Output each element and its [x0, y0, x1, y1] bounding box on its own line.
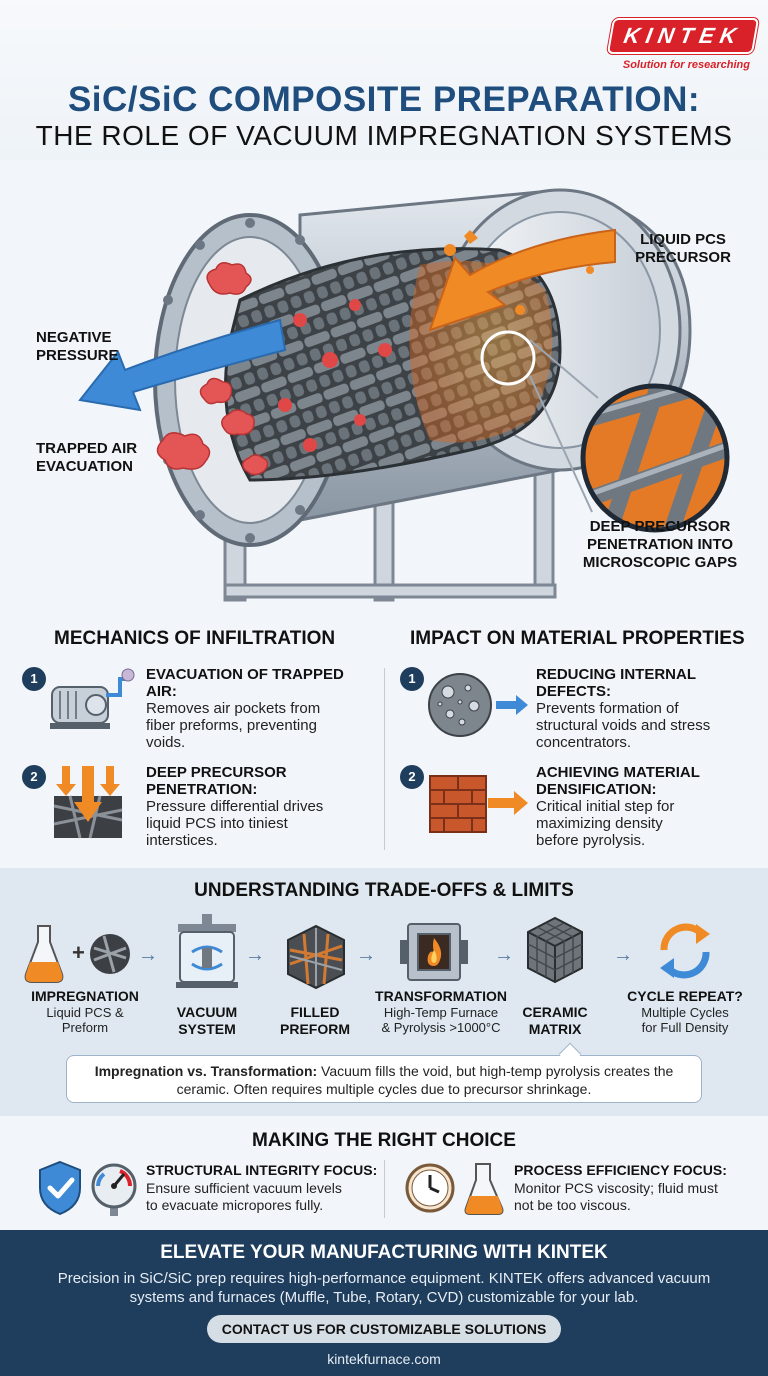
- flow-arrow-icon: →: [356, 944, 376, 966]
- flow-arrow-icon: →: [494, 944, 514, 966]
- flow-arrow-icon: →: [613, 944, 633, 966]
- structural-focus-desc: Ensure sufficient vacuum levels to evacu…: [146, 1180, 342, 1213]
- flask-plus-preform-icon: +: [22, 920, 134, 986]
- pressure-gauge-icon: [90, 1160, 138, 1216]
- trapped-air-puffs: [156, 262, 269, 476]
- step-title: CERAMIC MATRIX: [522, 1004, 588, 1037]
- step-number-2: 2: [22, 765, 46, 789]
- hero-illustration: LIQUID PCS PRECURSOR NEGATIVE PRESSURE T…: [0, 165, 768, 625]
- mechanics-item-1-desc: Removes air pockets from fiber preforms,…: [146, 700, 321, 751]
- efficiency-focus-desc: Monitor PCS viscosity; fluid must not be…: [514, 1180, 718, 1213]
- logo-tagline: Solution for researching: [622, 59, 750, 71]
- vacuum-chamber-icon: [172, 912, 242, 990]
- callout-text: Vacuum fills the void, but high-temp pyr…: [176, 1063, 674, 1098]
- choice-title: MAKING THE RIGHT CHOICE: [252, 1130, 516, 1151]
- impact-item-1-title: REDUCING INTERNAL DEFECTS:: [536, 666, 696, 700]
- porous-disc-icon: [426, 670, 532, 740]
- step-sub: Multiple Cycles for Full Density: [641, 1004, 729, 1036]
- vacuum-pump-icon: [48, 665, 136, 735]
- svg-text:+: +: [72, 940, 85, 965]
- impact-item-1-desc: Prevents formation of structural voids a…: [536, 700, 711, 751]
- footer-text: Precision in SiC/SiC prep requires high-…: [57, 1270, 711, 1307]
- step-sub: High-Temp Furnace & Pyrolysis >1000°C: [381, 1004, 501, 1036]
- footer-title: ELEVATE YOUR MANUFACTURING WITH KINTEK: [160, 1242, 608, 1263]
- label-trapped-air: TRAPPED AIR EVACUATION: [36, 440, 138, 475]
- page-subtitle: THE ROLE OF VACUUM IMPREGNATION SYSTEMS: [35, 120, 733, 151]
- shield-check-icon: [36, 1160, 84, 1216]
- ceramic-cube-icon: [522, 914, 588, 986]
- step-impregnation: IMPREGNATION Liquid PCS & Preform: [20, 988, 150, 1036]
- step-cycle-repeat: CYCLE REPEAT? Multiple Cycles for Full D…: [618, 988, 752, 1036]
- impact-item-2-title: ACHIEVING MATERIAL DENSIFICATION:: [536, 764, 700, 798]
- furnace-icon: [398, 918, 470, 984]
- contact-button[interactable]: CONTACT US FOR CUSTOMIZABLE SOLUTIONS: [207, 1315, 561, 1343]
- choice-divider: [384, 1160, 385, 1218]
- impact-title: IMPACT ON MATERIAL PROPERTIES: [410, 628, 745, 649]
- vacuum-chamber-illustration: [78, 188, 730, 602]
- section-divider: [384, 668, 385, 850]
- negative-pressure-arrow: [78, 318, 287, 412]
- footer: ELEVATE YOUR MANUFACTURING WITH KINTEK P…: [0, 1230, 768, 1376]
- step-number-1: 1: [22, 667, 46, 691]
- step-sub: Liquid PCS & Preform: [46, 1004, 124, 1036]
- filled-preform-icon: [280, 920, 350, 990]
- step-title: CYCLE REPEAT?: [627, 988, 743, 1004]
- penetration-arrows-icon: [50, 762, 130, 842]
- flow-arrow-icon: →: [138, 944, 158, 966]
- cycle-arrows-icon: [652, 918, 718, 984]
- step-ceramic-matrix: CERAMIC MATRIX: [508, 1004, 602, 1038]
- efficiency-focus-heading: PROCESS EFFICIENCY FOCUS:: [514, 1162, 727, 1178]
- impact-item-2-desc: Critical initial step for maximizing den…: [536, 798, 675, 849]
- mechanics-item-2-desc: Pressure differential drives liquid PCS …: [146, 798, 324, 849]
- step-title: VACUUM SYSTEM: [176, 1004, 238, 1037]
- flow-arrow-icon: →: [245, 944, 265, 966]
- chamber-stand: [223, 418, 557, 602]
- mechanics-item-1-title: EVACUATION OF TRAPPED AIR:: [146, 666, 344, 700]
- label-deep-penetration: DEEP PRECURSOR PENETRATION INTO MICROSCO…: [582, 518, 738, 571]
- page-title: SiC/SiC COMPOSITE PREPARATION:: [67, 80, 701, 119]
- step-title: FILLED PREFORM: [280, 1004, 350, 1037]
- step-title: IMPREGNATION: [31, 988, 139, 1004]
- website-link[interactable]: kintekfurnace.com: [327, 1351, 441, 1367]
- step-filled-preform: FILLED PREFORM: [268, 1004, 362, 1038]
- impact-number-1: 1: [400, 667, 424, 691]
- structural-focus-heading: STRUCTURAL INTEGRITY FOCUS:: [146, 1162, 378, 1178]
- kintek-logo[interactable]: KINTEK Solution for researching: [606, 18, 760, 71]
- step-transformation: TRANSFORMATION High-Temp Furnace & Pyrol…: [368, 988, 514, 1036]
- step-title: TRANSFORMATION: [375, 988, 507, 1004]
- precursor-arrow: [428, 228, 616, 332]
- mechanics-title: MECHANICS OF INFILTRATION: [54, 628, 336, 649]
- logo-wordmark: KINTEK: [606, 18, 760, 54]
- label-negative-pressure: NEGATIVE PRESSURE: [36, 329, 119, 364]
- mechanics-item-2-title: DEEP PRECURSOR PENETRATION:: [146, 764, 287, 798]
- impact-number-2: 2: [400, 765, 424, 789]
- tradeoffs-title: UNDERSTANDING TRADE-OFFS & LIMITS: [194, 880, 574, 901]
- clock-icon: [404, 1160, 456, 1216]
- brick-wall-icon: [426, 772, 532, 842]
- step-vacuum-system: VACUUM SYSTEM: [160, 1004, 254, 1038]
- callout-bold: Impregnation vs. Transformation:: [94, 1063, 318, 1079]
- label-liquid-precursor: LIQUID PCS PRECURSOR: [635, 231, 731, 266]
- tradeoff-callout: Impregnation vs. Transformation: Vacuum …: [66, 1055, 702, 1103]
- beaker-icon: [462, 1160, 506, 1216]
